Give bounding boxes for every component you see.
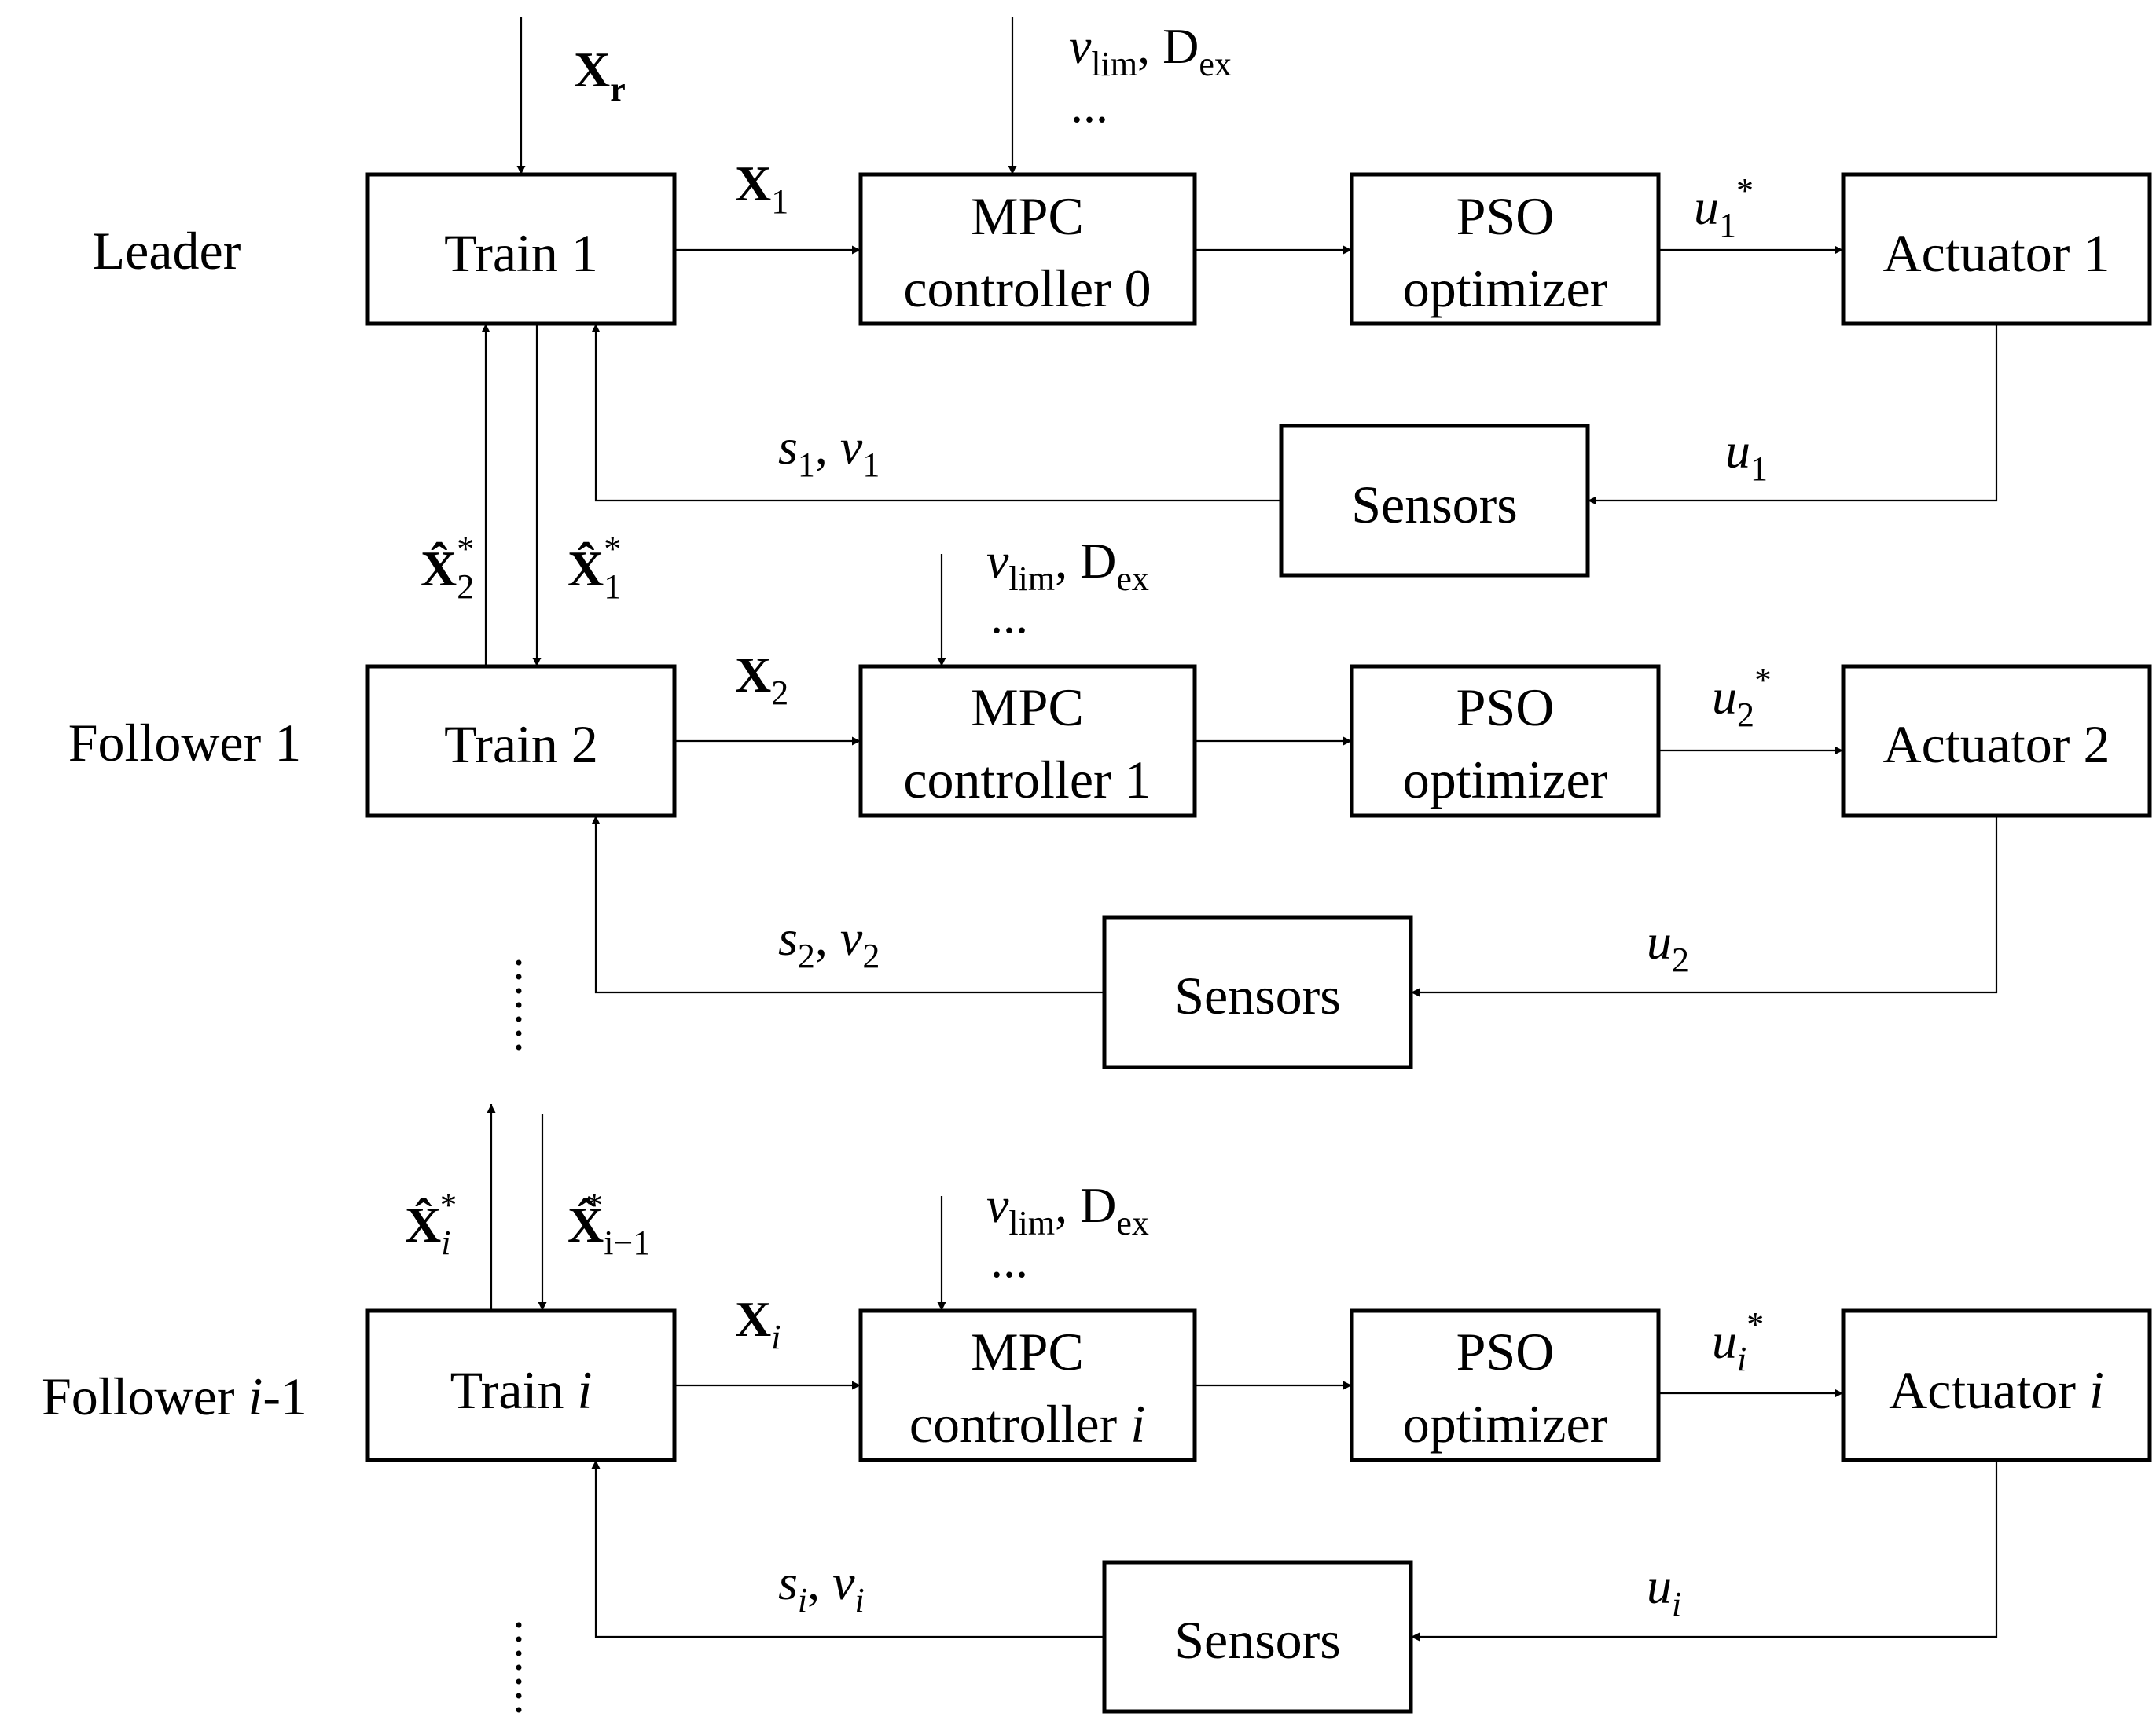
pso-optimizer-1-box — [1350, 172, 1661, 326]
state-label-i: Xi — [735, 1291, 780, 1356]
train-2-box — [365, 664, 677, 818]
constraints-label-i: vlim, Dex — [986, 1177, 1149, 1242]
pso-optimizer-2-box — [1350, 664, 1661, 818]
row-label-leader: Leader — [93, 221, 241, 281]
row-label-follower-1: Follower 1 — [68, 713, 302, 772]
sensors-1-box — [1279, 424, 1590, 578]
constraints-ellipsis-1: ... — [1071, 77, 1108, 133]
optimal-control-label-1: u1* — [1694, 171, 1754, 244]
pso-optimizer-i-line2: optimizer — [1403, 1394, 1608, 1454]
comm-leader-follower1: X̂2* X̂1* — [421, 324, 621, 666]
sensors-to-train-arrow-2 — [591, 816, 1104, 994]
train-i-label: Train i — [450, 1360, 593, 1420]
pso-optimizer-i-box — [1350, 1308, 1661, 1462]
train-i-box — [365, 1308, 677, 1462]
constraints-ellipsis-i: ... — [990, 1232, 1028, 1288]
actuator-to-sensors-arrow-i — [1411, 1460, 1998, 1642]
row-follower-i: Follower i-1 Train i MPC controller i PS… — [42, 1177, 2152, 1714]
train-1-box — [365, 172, 677, 326]
measurement-label-1: s1, v1 — [778, 419, 880, 484]
mpc-controller-0-line1: MPC — [971, 186, 1084, 246]
sensors-2-label: Sensors — [1174, 966, 1341, 1025]
sensors-to-train-arrow-i — [591, 1460, 1104, 1638]
pso-optimizer-1-line1: PSO — [1456, 186, 1555, 246]
sensors-i-label: Sensors — [1174, 1610, 1341, 1670]
state-label-1: X1 — [735, 156, 788, 221]
reference-label: Xr — [574, 42, 626, 108]
feedback-control-label-1: u1 — [1725, 423, 1768, 488]
actuator-to-sensors-arrow-2 — [1411, 816, 1998, 997]
actuator-1-box — [1841, 172, 2152, 326]
actuator-1-label: Actuator 1 — [1883, 223, 2110, 283]
mpc-controller-1-line1: MPC — [971, 677, 1084, 737]
train-2-label: Train 2 — [444, 714, 598, 774]
vertical-dots-1 — [516, 959, 522, 1051]
constraints-label-2: vlim, Dex — [986, 533, 1149, 598]
row-label-follower-i: Follower i-1 — [42, 1367, 307, 1426]
comm-follower-i: X̂i* X̂i−1* — [405, 1104, 650, 1311]
mpc-controller-1-line2: controller 1 — [903, 750, 1151, 809]
measurement-label-2: s2, v2 — [778, 910, 880, 975]
feedback-control-label-i: ui — [1647, 1558, 1681, 1623]
x1-hat-label: X̂1* — [567, 530, 621, 606]
mpc-controller-0-box — [858, 172, 1197, 326]
actuator-i-box — [1841, 1308, 2152, 1462]
measurement-label-i: si, vi — [778, 1554, 865, 1620]
mpc-controller-i-line2: controller i — [909, 1394, 1145, 1454]
train-1-label: Train 1 — [444, 223, 598, 283]
optimal-control-label-2: u2* — [1712, 661, 1772, 734]
mpc-controller-i-line1: MPC — [971, 1322, 1084, 1381]
actuator-to-sensors-arrow-1 — [1588, 324, 1998, 505]
mpc-controller-i-box — [858, 1308, 1197, 1462]
state-label-2: X2 — [735, 647, 788, 712]
sensors-1-label: Sensors — [1351, 475, 1518, 534]
constraints-label-1: vlim, Dex — [1069, 18, 1232, 83]
x2-hat-label: X̂2* — [421, 530, 474, 606]
pso-optimizer-2-line1: PSO — [1456, 677, 1555, 737]
mpc-controller-0-line2: controller 0 — [903, 259, 1151, 318]
xi-hat-label: X̂i* — [405, 1186, 457, 1262]
optimal-control-label-i: ui* — [1712, 1305, 1764, 1378]
pso-optimizer-2-line2: optimizer — [1403, 750, 1608, 809]
sensors-to-train-arrow-1 — [591, 324, 1281, 502]
row-follower-1: Follower 1 Train 2 MPC controller 1 PSO … — [68, 533, 2152, 1069]
constraints-ellipsis-2: ... — [990, 588, 1028, 644]
pso-optimizer-1-line2: optimizer — [1403, 259, 1608, 318]
feedback-control-label-2: u2 — [1647, 914, 1689, 979]
actuator-2-label: Actuator 2 — [1883, 714, 2110, 774]
pso-optimizer-i-line1: PSO — [1456, 1322, 1555, 1381]
vertical-dots-2 — [516, 1622, 522, 1713]
actuator-i-label: Actuator i — [1889, 1360, 2104, 1420]
row-leader: Leader Train 1 MPC controller 0 PSO opti… — [93, 17, 2152, 578]
xim1-hat-label: X̂i−1* — [567, 1186, 650, 1262]
